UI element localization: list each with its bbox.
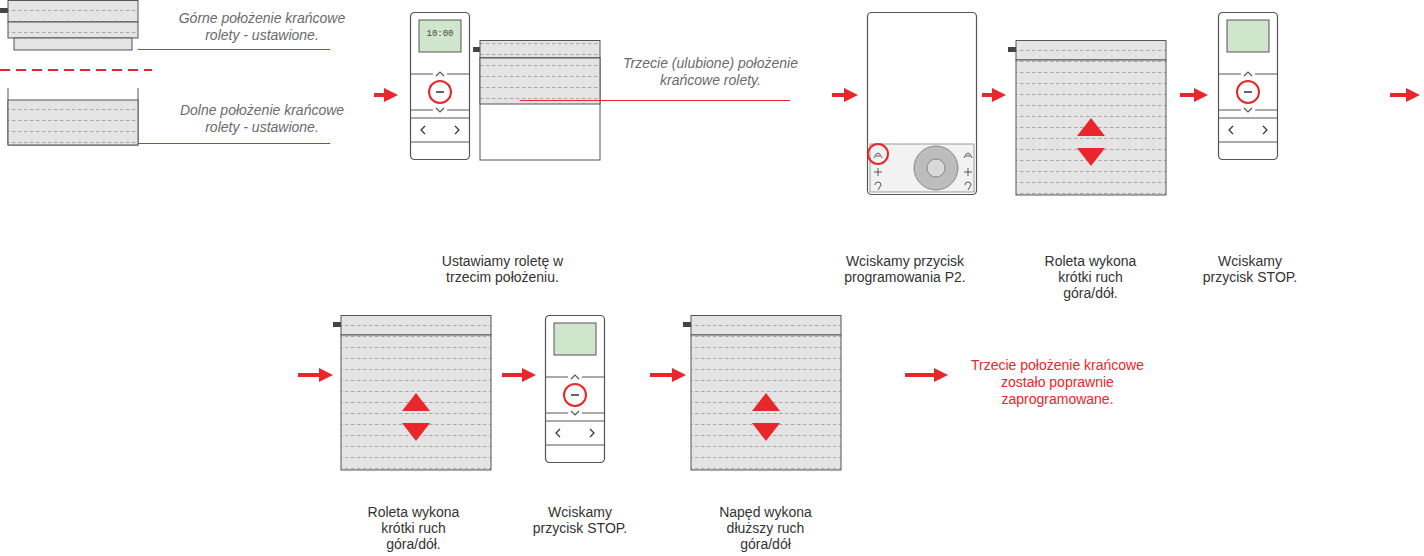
motor-head-part: [870, 144, 974, 192]
arrow-shaft: [502, 373, 524, 377]
callout-text: Trzecie (ulubione) położenie krańcowe ro…: [613, 55, 808, 89]
blind-positions-part: [8, 100, 138, 145]
arrow-head: [522, 368, 536, 382]
arrow-shaft: [1390, 93, 1408, 97]
blind-positions-part: [138, 49, 330, 50]
motor-head-part: [875, 182, 881, 190]
step-node: Wciskamy przycisk STOP.: [538, 310, 648, 556]
remote-control: [1219, 13, 1278, 160]
blind-positions-part: [0, 69, 152, 71]
motor-head-part: [927, 159, 945, 177]
step-node: Napęd wykona dłuższy ruch góra/dół: [688, 310, 903, 556]
step-caption: Roleta wykona krótki ruch góra/dół.: [1038, 253, 1143, 301]
arrow-head: [934, 368, 948, 382]
step-caption: Napęd wykona dłuższy ruch góra/dół: [713, 504, 818, 552]
remote-control: [411, 13, 470, 160]
roller-blind-part: [480, 41, 600, 59]
arrow-head: [384, 88, 398, 102]
blind-positions-part: [14, 38, 132, 50]
roller-blind: [1008, 41, 1166, 196]
roller-blind-part: [520, 100, 790, 101]
motor-head-part: [874, 168, 882, 176]
step-node: Roleta wykona krótki ruch góra/dół.: [335, 310, 500, 556]
roller-blind: [683, 316, 841, 471]
roller-blind-part: [480, 58, 600, 160]
result-node: Trzecie położenie krańcowe zostało popra…: [950, 357, 1165, 417]
arrow-head: [1194, 88, 1208, 102]
flow-arrow: [905, 368, 948, 382]
flow-arrow: [298, 88, 1420, 382]
step-node: Wciskamy przycisk STOP.: [1210, 5, 1388, 300]
motor-head-part: [965, 182, 971, 190]
step-caption: Roleta wykona krótki ruch góra/dół.: [361, 504, 466, 552]
lcd-time: 10:00: [419, 29, 461, 39]
remote-control: [546, 316, 605, 463]
callout-text: Górne położenie krańcowe rolety - ustawi…: [162, 10, 362, 44]
flow-arrow: [1180, 88, 1208, 102]
blind-positions-part: [0, 8, 8, 13]
step-caption: Ustawiamy roletę w trzecim położeniu.: [435, 253, 570, 285]
arrow-head: [1406, 88, 1420, 102]
arrow-head: [319, 368, 333, 382]
step-node: Roleta wykona krótki ruch góra/dół.: [1008, 5, 1178, 305]
arrow-head: [672, 368, 686, 382]
arrow-shaft: [832, 93, 846, 97]
step-caption: Wciskamy przycisk STOP.: [1192, 253, 1308, 285]
roller-blind-part: [480, 58, 600, 104]
motor-head-part: [964, 168, 972, 176]
motor-head-part: [868, 144, 888, 164]
roller-blind: [333, 316, 491, 471]
arrow-shaft: [298, 373, 321, 377]
limit-positions: Górne położenie krańcowe rolety - ustawi…: [0, 0, 372, 150]
result-text: Trzecie położenie krańcowe zostało popra…: [950, 357, 1165, 408]
motor-head: [868, 13, 977, 195]
arrow-shaft: [650, 373, 674, 377]
motor-head-part: [868, 13, 977, 195]
motor-head-part: [874, 153, 882, 158]
blind-positions-part: [8, 22, 138, 38]
motor-head-part: [914, 146, 958, 190]
flow-arrow: [982, 88, 1006, 102]
flow-arrow: [502, 368, 536, 382]
arrow-head: [992, 88, 1006, 102]
arrow-shaft: [905, 373, 936, 377]
step-caption: Wciskamy przycisk STOP.: [522, 504, 638, 536]
roller-blind-part: [473, 47, 480, 52]
callout-text: Dolne położenie krańcowe rolety - ustawi…: [162, 102, 362, 136]
flow-arrow: [832, 88, 858, 102]
flow-arrow: [374, 88, 398, 102]
blind-positions-part: [8, 88, 138, 145]
arrow-shaft: [1180, 93, 1196, 97]
step-node: Wciskamy przycisk programowania P2.: [860, 5, 980, 300]
flow-arrow: [650, 368, 686, 382]
arrow-head: [844, 88, 858, 102]
step-node: Trzecie (ulubione) położenie krańcowe ro…: [400, 5, 830, 300]
blind-positions-part: [8, 1, 138, 23]
step-caption: Wciskamy przycisk programowania P2.: [837, 253, 973, 285]
motor-head-part: [964, 153, 972, 158]
blind-positions-part: [138, 143, 330, 144]
